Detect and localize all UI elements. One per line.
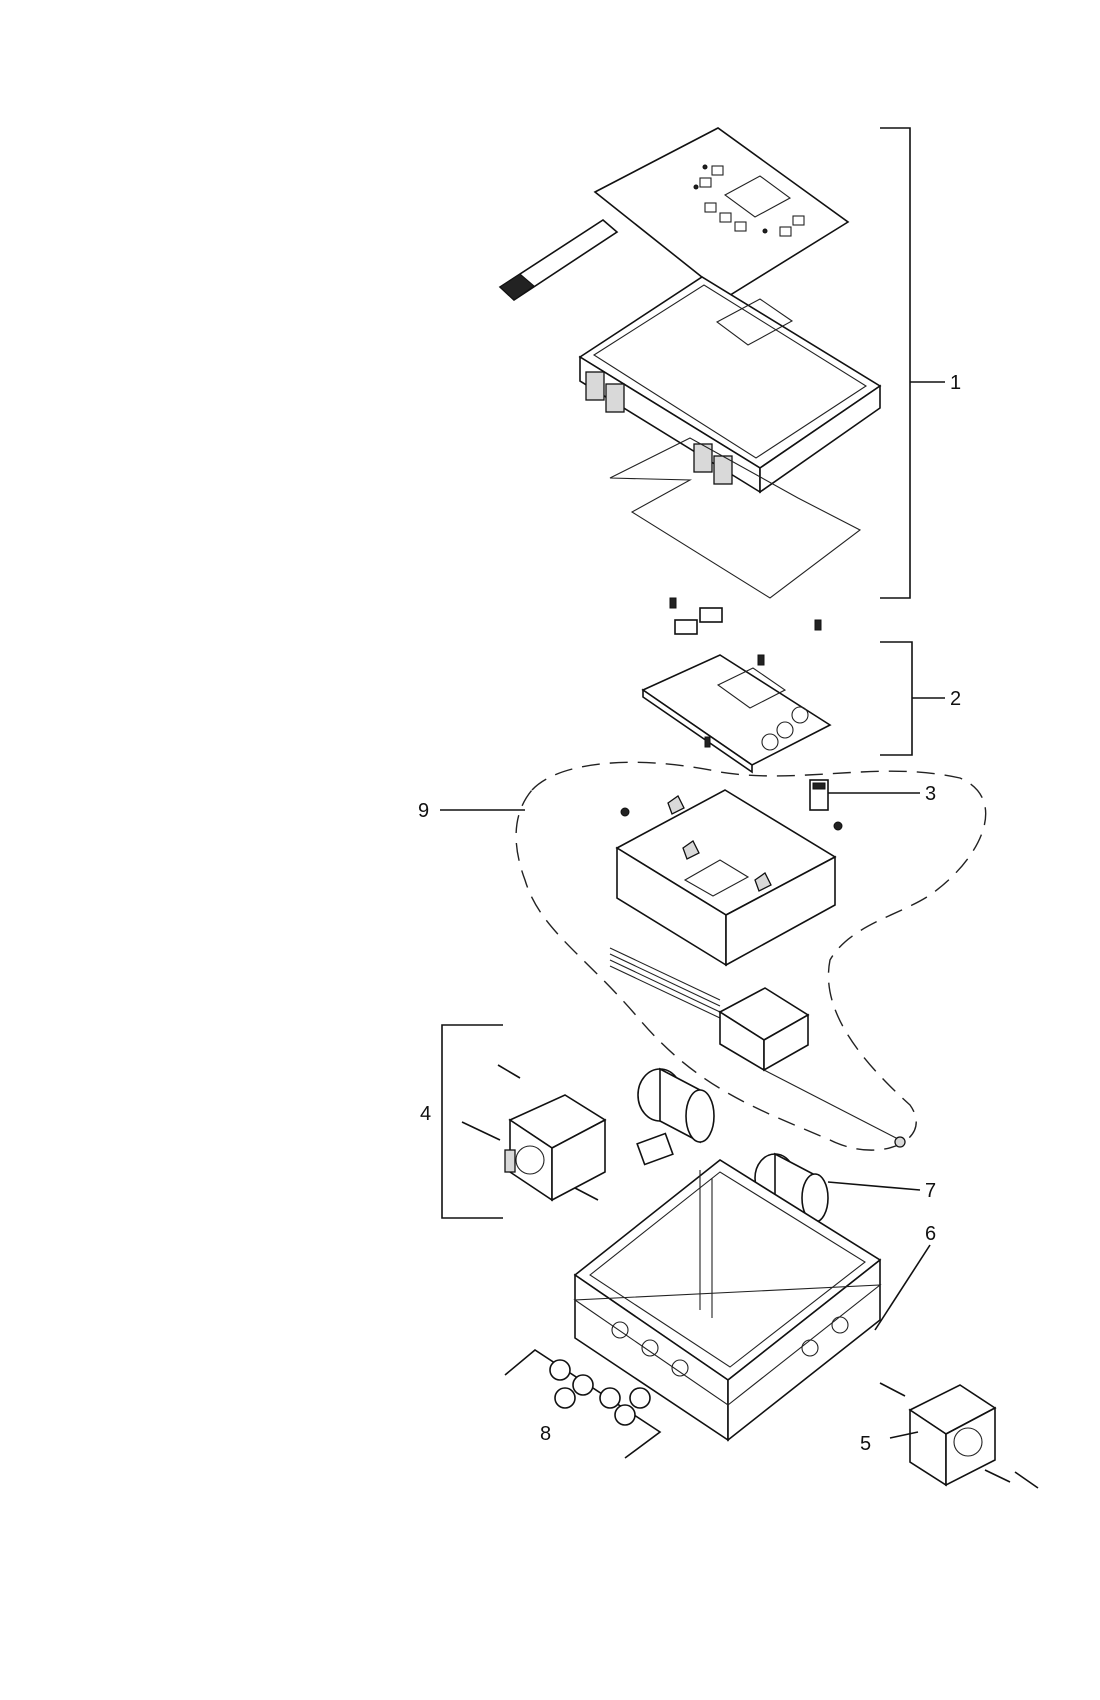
callout-1: 1 bbox=[950, 372, 961, 394]
callout-6: 6 bbox=[925, 1223, 936, 1245]
keypad-overlay-icon bbox=[498, 127, 850, 302]
bracket-1 bbox=[880, 127, 911, 599]
callout-8: 8 bbox=[540, 1423, 551, 1445]
bracket-2 bbox=[880, 641, 913, 756]
enclosure-base-icon bbox=[573, 1159, 882, 1442]
callout-7: 7 bbox=[925, 1180, 936, 1202]
callout-2: 2 bbox=[950, 688, 961, 710]
circuit-board-icon bbox=[641, 597, 832, 774]
bracket-4 bbox=[441, 1024, 503, 1219]
pump-head-icon bbox=[461, 1064, 607, 1202]
inner-shroud-icon bbox=[615, 789, 843, 967]
callout-5: 5 bbox=[860, 1433, 871, 1455]
gasket-icon bbox=[609, 437, 862, 599]
cable-gland-icon bbox=[504, 1349, 662, 1459]
pump-head-5-icon bbox=[879, 1382, 1039, 1489]
callout-4: 4 bbox=[420, 1103, 431, 1125]
fuse-holder-icon bbox=[809, 779, 829, 811]
motor-icon bbox=[636, 1067, 715, 1166]
transformer-icon bbox=[609, 947, 906, 1148]
callout-3: 3 bbox=[925, 783, 936, 805]
callout-9: 9 bbox=[418, 800, 429, 822]
sub-assembly-boundary bbox=[515, 761, 987, 1151]
enclosure-cover-icon bbox=[578, 276, 882, 494]
